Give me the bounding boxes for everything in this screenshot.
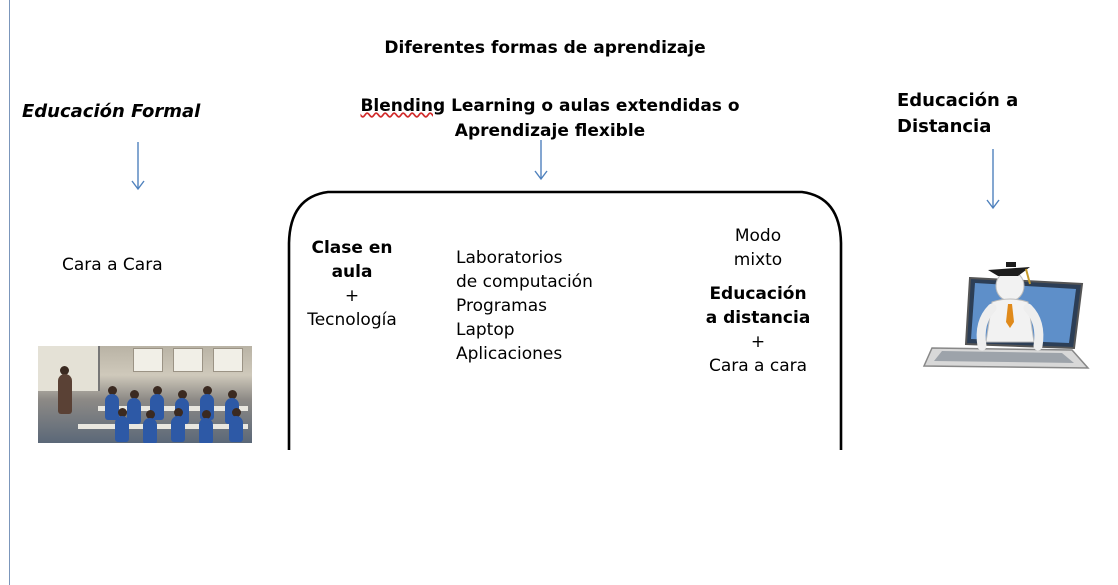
tools-column: Laboratorios de computación Programas La…	[456, 246, 656, 366]
col2-line: Aplicaciones	[456, 344, 563, 364]
classroom-photo	[38, 346, 252, 443]
col3-line1: Modo	[734, 226, 782, 246]
mixed-mode-column: Modo mixto Educación a distancia + Cara …	[680, 224, 836, 378]
col3-bold-line2: a distancia	[705, 308, 811, 328]
face-to-face-label: Cara a Cara	[62, 255, 163, 275]
distance-education-title: Educación a Distancia	[897, 88, 1018, 140]
col2-line: de computación	[456, 272, 593, 292]
blending-word: Blending	[360, 96, 446, 116]
diagram-title: Diferentes formas de aprendizaje	[384, 38, 706, 58]
col3-plus: +	[750, 332, 766, 352]
arrow-down-icon	[131, 142, 145, 191]
arch-bracket	[287, 190, 843, 450]
col3-bold-line1: Educación	[709, 284, 807, 304]
col3-line3: Cara a cara	[708, 356, 808, 376]
classroom-tech-column: Clase en aula + Tecnología	[292, 236, 412, 332]
left-margin-line	[9, 0, 10, 585]
arrow-down-icon	[534, 140, 548, 181]
blended-title-line2: Aprendizaje flexible	[454, 121, 646, 141]
blended-title-rest: Learning o aulas extendidas o	[445, 96, 740, 116]
formal-education-title: Educación Formal	[22, 101, 201, 122]
graduate-laptop-illustration	[922, 262, 1090, 369]
col1-bold-line1: Clase en	[311, 238, 393, 258]
blended-learning-title: Blending Learning o aulas extendidas o A…	[300, 94, 800, 144]
col2-line: Laptop	[456, 320, 515, 340]
col2-line: Programas	[456, 296, 548, 316]
col3-line2: mixto	[733, 250, 783, 270]
arrow-down-icon	[986, 149, 1000, 210]
col1-bold-line2: aula	[331, 262, 373, 282]
distance-title-line1: Educación a	[897, 90, 1019, 111]
col1-plus: +	[344, 286, 360, 306]
col1-technology: Tecnología	[307, 310, 397, 330]
col2-line: Laboratorios	[456, 248, 563, 268]
distance-title-line2: Distancia	[897, 116, 992, 137]
